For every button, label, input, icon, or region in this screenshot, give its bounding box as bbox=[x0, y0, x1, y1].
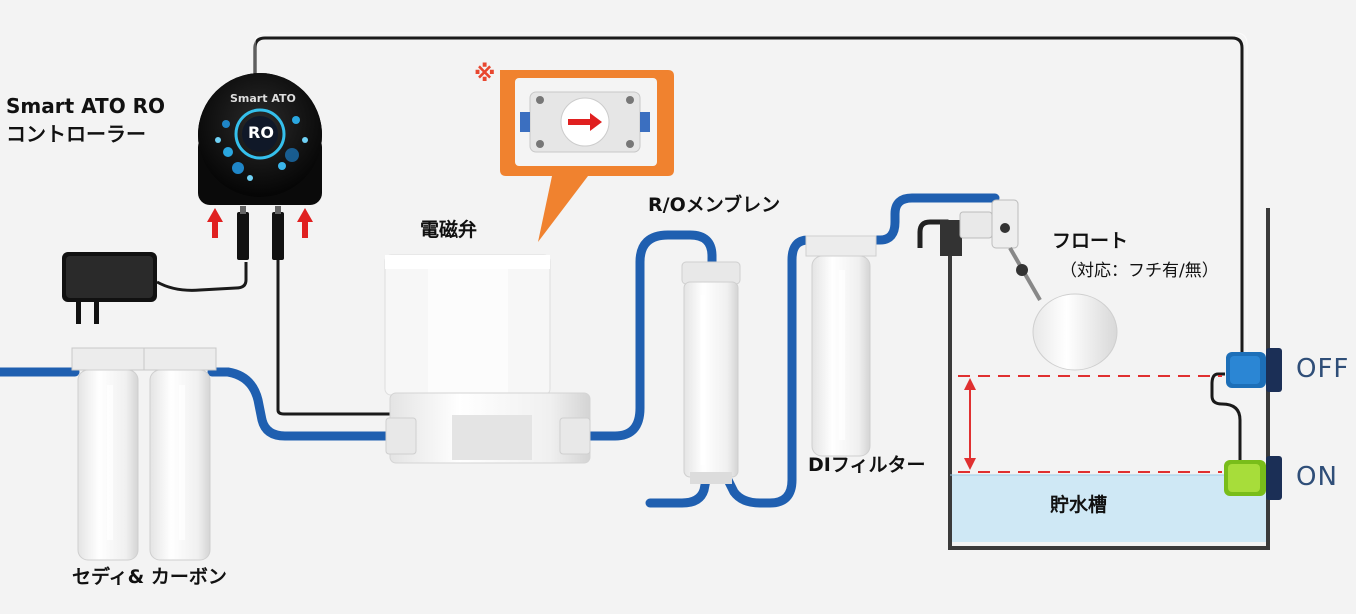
dc-plug-right-icon bbox=[272, 206, 395, 416]
red-up-arrow-left-icon bbox=[207, 208, 223, 238]
flow-arrow-icon bbox=[568, 113, 602, 131]
level-indicator bbox=[958, 375, 1222, 473]
sediment-carbon-label: セディ& カーボン bbox=[72, 566, 227, 588]
sensor-off-label: OFF bbox=[1296, 354, 1350, 384]
reservoir-water bbox=[950, 475, 1268, 542]
power-adapter-icon bbox=[62, 252, 248, 324]
reservoir-tank bbox=[948, 208, 1270, 550]
carbon-filter-housing bbox=[143, 347, 217, 561]
red-up-arrow-right-icon bbox=[297, 208, 313, 238]
solenoid-valve bbox=[384, 254, 591, 464]
controller-title: Smart ATO RO bbox=[6, 94, 166, 118]
ro-membrane-housing bbox=[681, 261, 741, 484]
float-valve bbox=[917, 199, 1118, 371]
water-tubing bbox=[0, 193, 1000, 508]
di-filter-label: DIフィルター bbox=[808, 454, 926, 476]
callout-bubble bbox=[500, 70, 674, 242]
controller-cable-loop-outline bbox=[254, 32, 1248, 362]
float-note-label: （対応：フチ有/無） bbox=[1060, 261, 1219, 281]
di-filter-housing bbox=[805, 235, 877, 457]
device-brand-text: Smart ATO bbox=[230, 92, 296, 105]
dc-plug-left-icon bbox=[237, 206, 249, 260]
ro-membrane-label: R/Oメンブレン bbox=[648, 194, 781, 216]
sensor-cable bbox=[1210, 372, 1242, 462]
sensor-on-label: ON bbox=[1296, 462, 1338, 492]
controller-subtitle: コントローラー bbox=[6, 122, 146, 146]
reservoir-label: 貯水槽 bbox=[1050, 494, 1108, 516]
controller-cable-loop bbox=[253, 36, 1244, 362]
device-center-text: RO bbox=[248, 123, 274, 142]
sensor-off-icon bbox=[1226, 348, 1282, 392]
sensor-on-icon bbox=[1224, 456, 1282, 500]
smart-ato-device bbox=[198, 73, 322, 205]
sediment-filter-housing bbox=[71, 347, 145, 561]
asterisk-mark: ※ bbox=[474, 62, 496, 87]
float-label: フロート bbox=[1052, 230, 1129, 252]
solenoid-label: 電磁弁 bbox=[420, 219, 478, 241]
